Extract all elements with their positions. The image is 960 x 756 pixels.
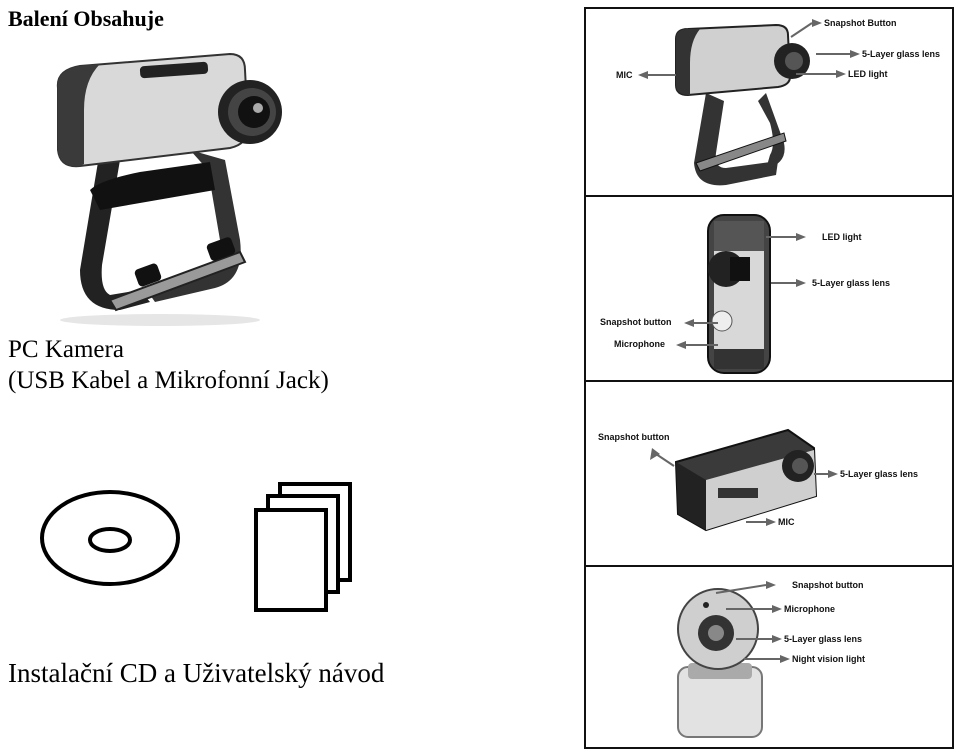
camera-caption-line1: PC Kamera	[8, 336, 124, 363]
webcam-sphere-image	[677, 588, 763, 738]
label-microphone: Microphone	[614, 339, 665, 349]
label-mic: MIC	[778, 517, 795, 527]
webcam-side-image	[707, 214, 771, 374]
webcam-front-image	[675, 23, 810, 186]
label-glass-lens: 5-Layer glass lens	[862, 49, 941, 59]
label-night-vision-light: Night vision light	[792, 654, 865, 664]
label-glass-lens: 5-Layer glass lens	[840, 469, 919, 479]
callout-arrows	[715, 581, 790, 663]
label-mic: MIC	[616, 70, 633, 80]
diagram-sphere-cam: Snapshot button Microphone 5-Layer glass…	[586, 567, 952, 747]
callout-arrows	[676, 233, 806, 349]
label-led-light: LED light	[822, 232, 862, 242]
camera-parts-panel: Snapshot Button 5-Layer glass lens LED l…	[584, 7, 954, 749]
label-snapshot-button: Snapshot Button	[824, 18, 897, 28]
diagram-front-view: Snapshot Button 5-Layer glass lens LED l…	[586, 9, 952, 197]
label-led-light: LED light	[848, 69, 888, 79]
cd-icon	[40, 490, 180, 586]
manual-icon	[254, 482, 352, 612]
label-snapshot-button: Snapshot button	[792, 580, 864, 590]
diagram-angle-view: Snapshot button 5-Layer glass lens MIC	[586, 382, 952, 567]
webcam-illustration	[56, 52, 282, 326]
label-glass-lens: 5-Layer glass lens	[784, 634, 863, 644]
label-microphone: Microphone	[784, 604, 835, 614]
callout-arrows	[650, 448, 838, 526]
label-snapshot-button: Snapshot button	[598, 432, 670, 442]
camera-caption-line2: (USB Kabel a Mikrofonní Jack)	[8, 367, 329, 394]
camera-caption: PC Kamera (USB Kabel a Mikrofonní Jack)	[8, 334, 329, 396]
webcam-angle-image	[674, 428, 818, 532]
label-glass-lens: 5-Layer glass lens	[812, 278, 891, 288]
section-heading: Balení Obsahuje	[8, 6, 164, 31]
label-snapshot-button: Snapshot button	[600, 317, 672, 327]
cd-manual-caption: Instalační CD a Uživatelský návod	[8, 658, 385, 688]
diagram-side-view: LED light 5-Layer glass lens Snapshot bu…	[586, 197, 952, 382]
callout-arrows	[638, 19, 860, 79]
